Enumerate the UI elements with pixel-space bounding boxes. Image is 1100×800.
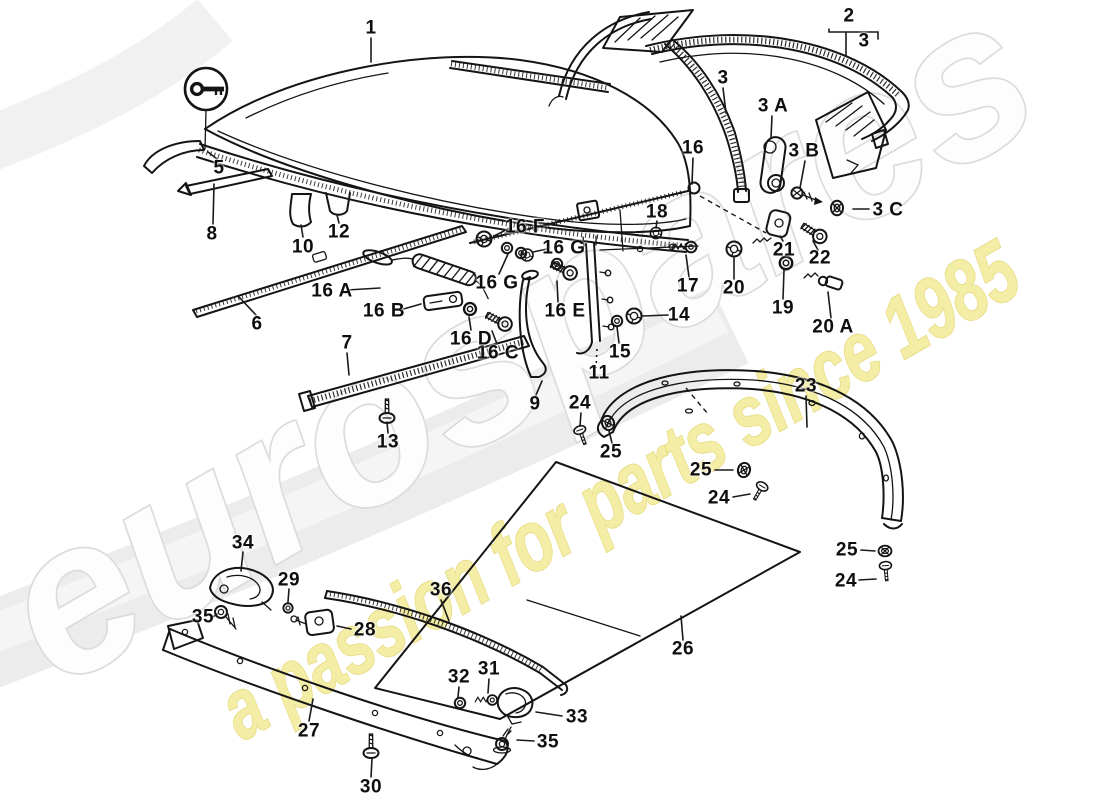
part-20a-pin bbox=[803, 272, 844, 291]
part-label-28: 28 bbox=[353, 619, 377, 641]
part-26-panel bbox=[374, 461, 801, 720]
part-25-clip bbox=[877, 544, 893, 558]
part-24-screw bbox=[748, 479, 771, 504]
part-10-trim bbox=[289, 193, 312, 228]
part-label-20: 20 bbox=[722, 277, 746, 299]
part-label-16: 16 bbox=[681, 137, 705, 159]
part-label-7: 7 bbox=[341, 332, 353, 354]
frame-sill bbox=[599, 209, 699, 253]
part-label-8: 8 bbox=[206, 223, 218, 245]
part-label-36: 36 bbox=[429, 579, 453, 601]
part-label-9: 9 bbox=[529, 393, 541, 415]
part-36-strip bbox=[324, 590, 569, 696]
part-9-strap bbox=[518, 269, 547, 378]
part-label-29: 29 bbox=[277, 569, 301, 591]
part-label-3: 3 bbox=[717, 67, 729, 89]
part-label-12: 12 bbox=[327, 221, 351, 243]
part-5-molding bbox=[143, 140, 205, 174]
part-label-16F: 16 F bbox=[504, 216, 546, 238]
part-label-24: 24 bbox=[568, 392, 592, 414]
part-label-25: 25 bbox=[835, 539, 859, 561]
part-label-25: 25 bbox=[599, 441, 623, 463]
part-label-35: 35 bbox=[191, 606, 215, 628]
part-label-14: 14 bbox=[667, 304, 691, 326]
part-top-canvas bbox=[204, 55, 692, 234]
part-label-16B: 16 B bbox=[362, 300, 406, 322]
key-icon bbox=[183, 66, 229, 150]
part-34-latch bbox=[209, 567, 274, 611]
part-28-clamp bbox=[290, 608, 335, 637]
part-35-bolt bbox=[492, 726, 512, 754]
part-label-31: 31 bbox=[477, 658, 501, 680]
part-label-10: 10 bbox=[291, 236, 315, 258]
part-label-13: 13 bbox=[376, 431, 400, 453]
part-3b-screw bbox=[790, 186, 823, 205]
part-label-20A: 20 A bbox=[812, 316, 854, 338]
part-label-24: 24 bbox=[834, 570, 858, 592]
part-label-23: 23 bbox=[794, 375, 818, 397]
part-label-22: 22 bbox=[808, 247, 832, 269]
part-label-5: 5 bbox=[213, 157, 225, 179]
part-label-16C: 16 C bbox=[476, 342, 520, 364]
part-label-1: 1 bbox=[365, 17, 377, 39]
part-label-16G: 16 G bbox=[475, 272, 519, 294]
part-label-15: 15 bbox=[608, 341, 632, 363]
part-12-clip bbox=[325, 192, 351, 216]
part-label-3: 3 bbox=[858, 30, 870, 52]
leader-lines bbox=[207, 28, 879, 778]
part-label-18: 18 bbox=[645, 201, 669, 223]
part-32-nut bbox=[453, 696, 467, 710]
part-33-keeper bbox=[496, 687, 534, 725]
part-label-19: 19 bbox=[771, 297, 795, 319]
part-label-16A: 16 A bbox=[311, 280, 353, 302]
part-24-screw bbox=[878, 560, 894, 583]
part-3a-link bbox=[759, 136, 787, 194]
part-21-plate bbox=[765, 209, 792, 239]
part-11-rail bbox=[576, 235, 615, 369]
part-label-30: 30 bbox=[359, 776, 383, 798]
watermark: eurospares a passion for parts since 198… bbox=[0, 0, 1074, 759]
part-label-33: 33 bbox=[565, 706, 589, 728]
part-label-3A: 3 A bbox=[757, 95, 789, 117]
part-6-rail bbox=[192, 225, 467, 318]
part-label-11: 11 bbox=[588, 362, 610, 384]
part-label-27: 27 bbox=[297, 720, 321, 742]
part-35-bolt bbox=[214, 605, 237, 630]
part-label-25: 25 bbox=[689, 459, 713, 481]
part-label-21: 21 bbox=[772, 239, 796, 261]
part-front-rail bbox=[196, 143, 689, 253]
part-31-screw bbox=[474, 694, 499, 706]
part-label-2: 2 bbox=[843, 5, 855, 27]
part-label-32: 32 bbox=[447, 666, 471, 688]
frame-assembly bbox=[449, 9, 910, 203]
part-label-35: 35 bbox=[536, 731, 560, 753]
part-label-17: 17 bbox=[676, 275, 700, 297]
part-label-16G: 16 G bbox=[542, 237, 586, 259]
part-23-band bbox=[596, 369, 904, 530]
part-16a-spring bbox=[362, 249, 489, 300]
part-16b-bracket bbox=[422, 290, 464, 312]
part-label-16E: 16 E bbox=[544, 300, 586, 322]
part-label-16D: 16 D bbox=[449, 328, 493, 350]
part-label-34: 34 bbox=[231, 532, 255, 554]
part-label-6: 6 bbox=[251, 313, 263, 335]
part-label-24: 24 bbox=[707, 487, 731, 509]
part-30-screw bbox=[362, 733, 380, 759]
part-16-cable bbox=[469, 181, 767, 245]
part-8-strip bbox=[177, 168, 273, 196]
part-7-rail bbox=[298, 335, 530, 412]
part-label-26: 26 bbox=[671, 638, 695, 660]
part-27-panel bbox=[162, 619, 509, 771]
part-label-3C: 3 C bbox=[872, 199, 904, 221]
part-19-pin bbox=[752, 237, 794, 271]
part-label-3B: 3 B bbox=[788, 140, 820, 162]
